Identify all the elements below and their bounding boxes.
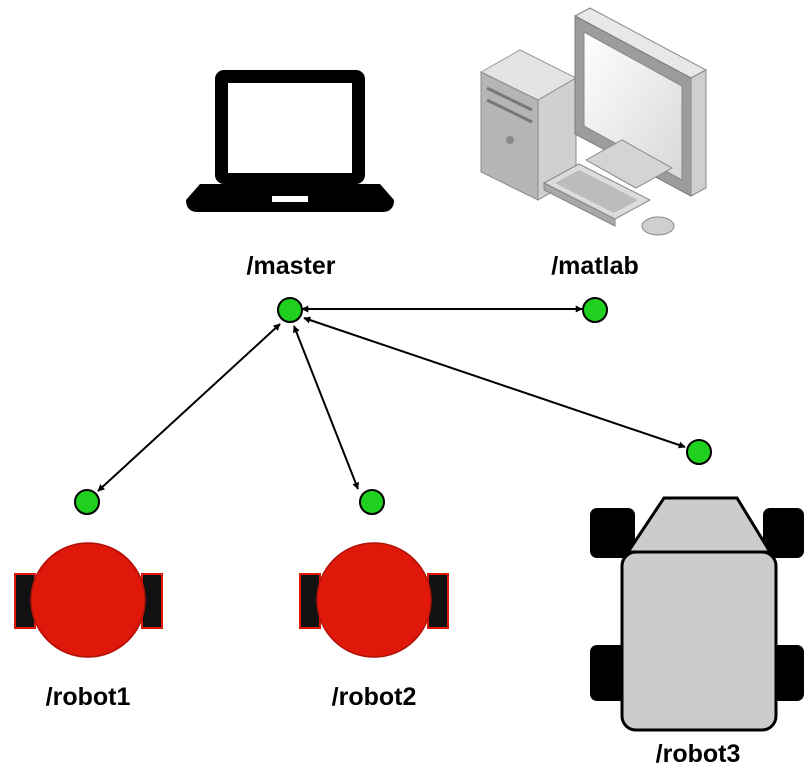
robot2-icon <box>299 542 449 658</box>
matlab-node-dot[interactable] <box>582 297 608 323</box>
arrow-master-robot2 <box>293 325 359 490</box>
master-node-dot[interactable] <box>277 297 303 323</box>
robot2-node-dot[interactable] <box>359 489 385 515</box>
robot1-node-dot[interactable] <box>74 489 100 515</box>
desktop-computer-icon <box>479 7 708 236</box>
arrow-master-robot3 <box>303 316 686 449</box>
master-label: /master <box>247 252 336 280</box>
node-dots <box>74 297 712 515</box>
robot3-label: /robot3 <box>656 740 741 768</box>
robot2-label: /robot2 <box>332 683 417 711</box>
matlab-label: /matlab <box>551 252 639 280</box>
robot1-label: /robot1 <box>46 683 131 711</box>
laptop-icon <box>186 70 394 212</box>
robot3-node-dot[interactable] <box>686 439 712 465</box>
robot3-icon <box>590 496 804 732</box>
connections <box>97 305 686 492</box>
arrow-master-robot1 <box>97 323 281 492</box>
robot1-icon <box>14 542 163 658</box>
